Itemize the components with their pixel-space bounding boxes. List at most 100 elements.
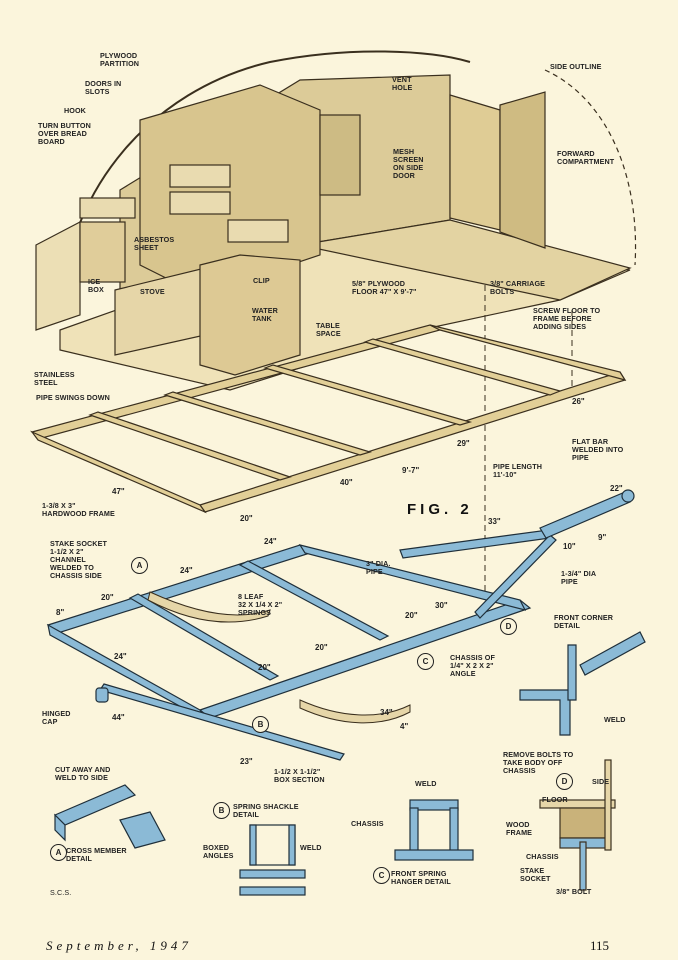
label-side: SIDE	[592, 777, 610, 786]
label-front-spring-hanger: FRONT SPRING HANGER DETAIL	[391, 869, 451, 886]
label-stainless-steel: STAINLESS STEEL	[34, 370, 75, 387]
label-plywood-partition: PLYWOOD PARTITION	[100, 51, 140, 68]
callout-a: A	[131, 557, 148, 574]
chassis-cross-2	[238, 560, 390, 641]
drawer-2	[169, 191, 231, 215]
dim-22: 22"	[610, 484, 623, 493]
dim-20: 20"	[240, 514, 253, 523]
label-stove: STOVE	[140, 287, 165, 296]
callout-c-detail: C	[373, 867, 390, 884]
label-leaf-springs: 8 LEAF 32 X 1/4 X 2" SPRINGS	[238, 592, 283, 617]
label-mesh-screen: MESH SCREEN ON SIDE DOOR	[393, 147, 424, 180]
label-stake-socket: STAKE SOCKET 1-1/2 X 2" CHANNEL WELDED T…	[50, 539, 107, 580]
body-bolt-detail	[539, 759, 616, 891]
frame-rail-back	[199, 371, 626, 513]
dim-4: 4"	[400, 722, 409, 731]
footer-date: September, 1947	[46, 938, 192, 953]
label-wood-frame: WOOD FRAME	[506, 820, 533, 837]
ice-box-door	[35, 221, 81, 331]
label-asbestos-sheet: ASBESTOS SHEET	[134, 235, 175, 252]
label-weld-corner: WELD	[604, 715, 626, 724]
chassis-cross-1	[128, 593, 280, 681]
label-3-dia-pipe: 3" DIA. PIPE	[366, 559, 391, 576]
label-chassis-c: CHASSIS	[351, 819, 384, 828]
leaf-springs	[147, 591, 411, 724]
ice-box	[79, 221, 126, 283]
dim-8: 8"	[56, 608, 65, 617]
side-outline-dashed	[544, 69, 637, 266]
label-hardwood-frame: 1-3/8 X 3" HARDWOOD FRAME	[42, 501, 115, 518]
dim-40: 40"	[340, 478, 353, 487]
artist-initials: S.C.S.	[50, 888, 72, 897]
water-tank	[199, 254, 301, 376]
frame-cross-4	[363, 338, 562, 396]
chassis-end-right	[298, 544, 527, 611]
label-screw-floor: SCREW FLOOR TO FRAME BEFORE ADDING SIDES	[533, 306, 601, 331]
label-vent-hole: VENT HOLE	[392, 75, 413, 92]
label-water-tank: WATER TANK	[252, 306, 278, 323]
frame-rail-right	[429, 324, 627, 381]
callout-c: C	[417, 653, 434, 670]
label-remove-bolts: REMOVE BOLTS TO TAKE BODY OFF CHASSIS	[503, 750, 574, 775]
dim-20-right: 20"	[405, 611, 418, 620]
label-hinged-cap: HINGED CAP	[42, 709, 71, 726]
dim-24-lower: 24"	[114, 652, 127, 661]
dim-20-lower: 20"	[258, 663, 271, 672]
label-carriage-bolts: 3/8" CARRIAGE BOLTS	[490, 279, 546, 296]
dim-9: 9"	[598, 533, 607, 542]
label-plywood-floor: 5/8" PLYWOOD FLOOR 47" X 9'-7"	[352, 279, 417, 296]
frame-cross-1	[88, 411, 292, 481]
cross-member-detail	[53, 784, 166, 849]
dim-44: 44"	[112, 713, 125, 722]
label-bolt-38: 3/8" BOLT	[556, 887, 592, 896]
hardwood-frame	[30, 324, 627, 514]
label-cut-away: CUT AWAY AND WELD TO SIDE	[55, 765, 111, 782]
label-floor: FLOOR	[542, 795, 568, 804]
frame-rail-left	[30, 430, 207, 514]
dim-24-top: 24"	[264, 537, 277, 546]
page-number: 115	[590, 938, 610, 953]
label-ice-box: ICE BOX	[88, 277, 104, 294]
compartment-door	[449, 94, 501, 231]
dim-30: 30"	[435, 601, 448, 610]
dim-20-left: 20"	[101, 593, 114, 602]
figure-label: FIG. 2	[407, 501, 473, 518]
label-turn-button: TURN BUTTON OVER BREAD BOARD	[38, 121, 91, 146]
label-stake-socket-d: STAKE SOCKET	[520, 866, 551, 883]
callout-d: D	[500, 618, 517, 635]
label-pipe-length: PIPE LENGTH 11'-10"	[493, 462, 543, 479]
label-chassis-angle: CHASSIS OF 1/4" X 2 X 2" ANGLE	[450, 653, 495, 678]
trailer-body	[35, 50, 637, 600]
label-side-outline: SIDE OUTLINE	[550, 62, 602, 71]
drawer-3	[227, 219, 289, 243]
label-boxed-angles: BOXED ANGLES	[203, 843, 234, 860]
callout-a-detail: A	[50, 844, 67, 861]
front-corner-detail	[519, 631, 646, 736]
dim-47: 47"	[112, 487, 125, 496]
label-weld-c: WELD	[415, 779, 437, 788]
dim-33: 33"	[488, 517, 501, 526]
label-box-section: 1-1/2 X 1-1/2" BOX SECTION	[274, 767, 325, 784]
frame-cross-3	[263, 364, 473, 426]
dim-10: 10"	[563, 542, 576, 551]
drawbar-2	[474, 534, 557, 619]
steel-chassis	[46, 489, 635, 761]
right-wall	[299, 219, 632, 301]
label-flat-bar: FLAT BAR WELDED INTO PIPE	[572, 437, 624, 462]
axle	[99, 683, 345, 761]
callout-d-detail: D	[556, 773, 573, 790]
label-forward-compartment: FORWARD COMPARTMENT	[557, 149, 615, 166]
hitch-ball	[621, 489, 635, 503]
callout-b: B	[252, 716, 269, 733]
drawer-1	[169, 164, 231, 188]
label-table-space: TABLE SPACE	[316, 321, 341, 338]
bread-drawer	[79, 197, 136, 219]
dim-9-7: 9'-7"	[402, 466, 420, 475]
label-chassis-d: CHASSIS	[526, 852, 559, 861]
compartment-frame	[499, 91, 546, 249]
label-cross-member-detail: CROSS MEMBER DETAIL	[66, 846, 127, 863]
callout-b-detail: B	[213, 802, 230, 819]
window	[319, 114, 361, 196]
